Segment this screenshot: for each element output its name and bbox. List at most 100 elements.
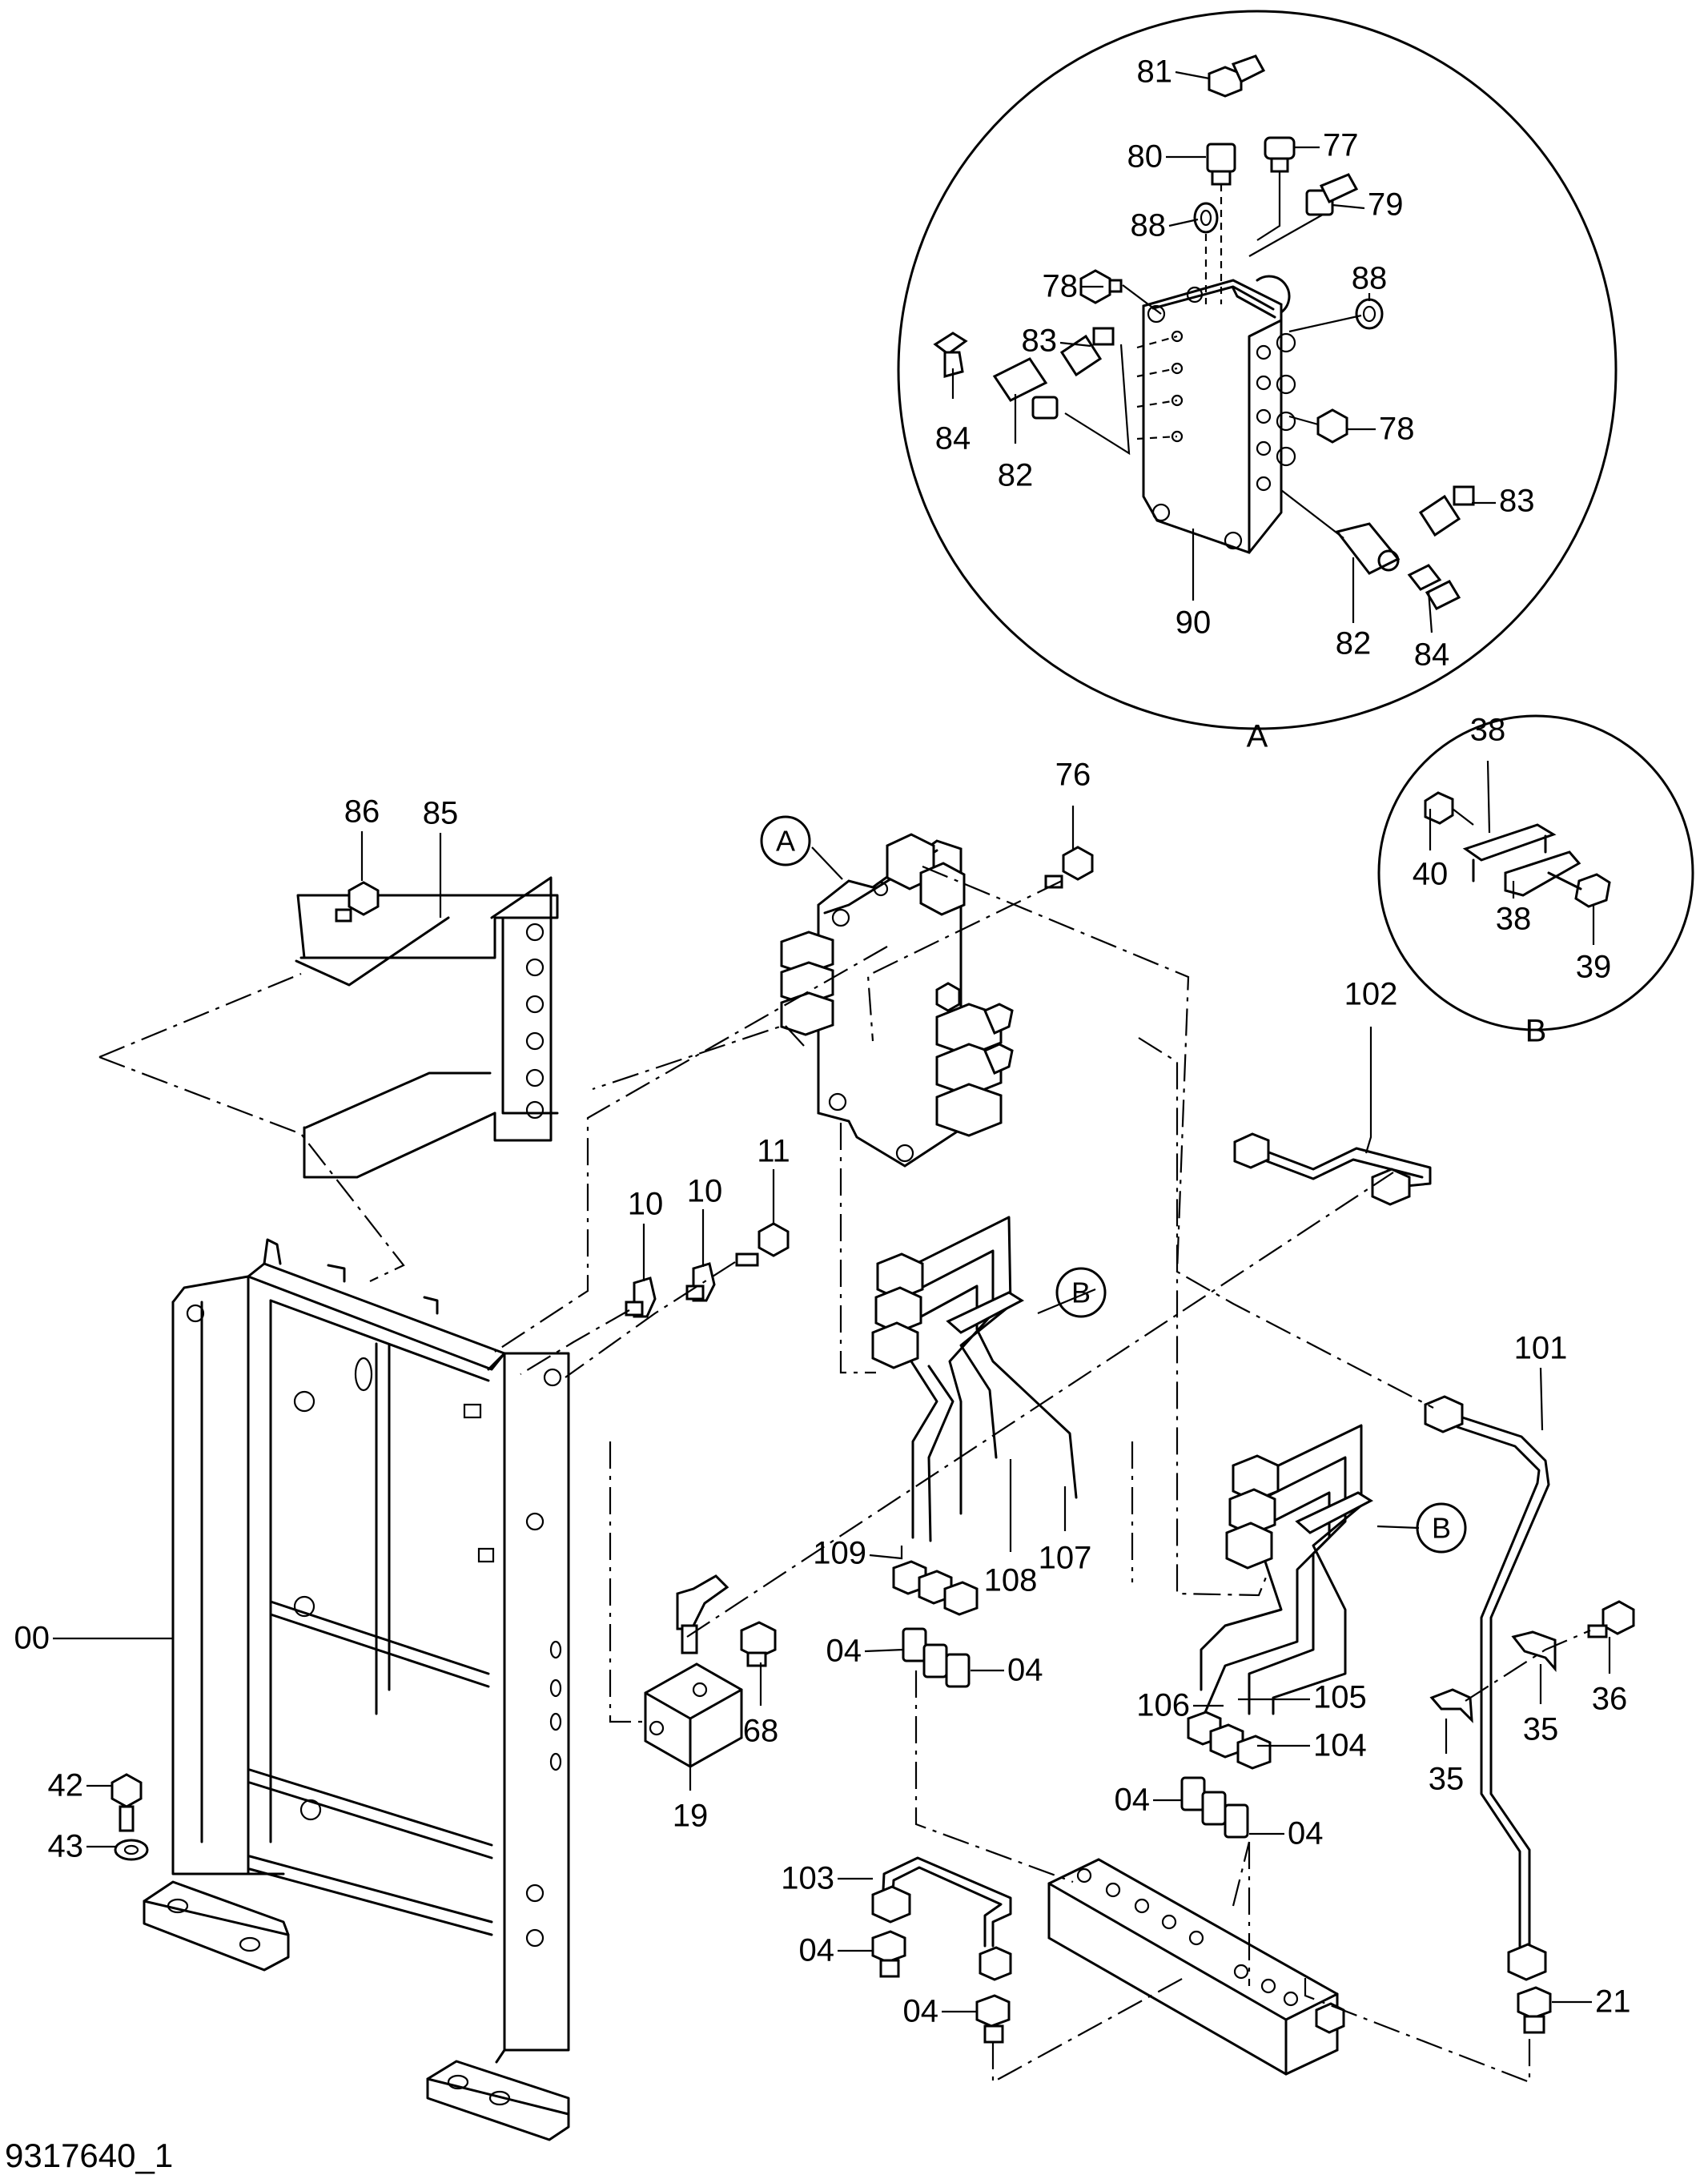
clamp-38-lower (1504, 850, 1581, 897)
pipe-102 (1233, 1132, 1432, 1206)
part-label-84: 84 (935, 421, 971, 456)
elbow-84a (933, 332, 968, 378)
part-label-79: 79 (1368, 187, 1404, 223)
valve-83b (1418, 485, 1475, 537)
part-label-42: 42 (48, 1768, 84, 1803)
clamp-35-upper (1511, 1630, 1557, 1673)
part-label-83: 83 (1499, 484, 1535, 519)
bolt-11 (735, 1222, 790, 1267)
part-label-108: 108 (984, 1563, 1038, 1598)
callout-marker-b2: B (1416, 1502, 1467, 1554)
part-label-36: 36 (1592, 1682, 1628, 1717)
detail-view-b (1377, 714, 1694, 1031)
part-label-00: 00 (14, 1621, 50, 1656)
plug-78b (1316, 408, 1348, 444)
fitting-80 (1206, 143, 1236, 186)
washer-43 (114, 1839, 149, 1861)
part-label-04: 04 (1288, 1816, 1324, 1851)
part-label-04: 04 (826, 1634, 862, 1669)
part-label-88: 88 (1352, 261, 1388, 296)
part-label-81: 81 (1137, 54, 1173, 90)
part-label-105: 105 (1313, 1680, 1367, 1715)
fitting-04-upper-group (902, 1627, 971, 1688)
part-label-21: 21 (1595, 1984, 1631, 2020)
part-label-109: 109 (813, 1536, 866, 1571)
frame-00 (143, 1238, 570, 2141)
part-label-106: 106 (1136, 1688, 1190, 1723)
valve-assembly-a (780, 833, 1014, 1168)
part-label-35: 35 (1523, 1712, 1559, 1747)
part-label-43: 43 (48, 1829, 84, 1864)
fitting-68 (740, 1621, 777, 1667)
part-label-86: 86 (344, 794, 380, 830)
valve-block-90 (1142, 275, 1296, 554)
part-label-78: 78 (1379, 412, 1415, 447)
part-label-38: 38 (1470, 713, 1506, 748)
fitting-81 (1208, 54, 1266, 98)
nut-40 (1424, 791, 1454, 825)
detail-b-circle (1377, 714, 1694, 1031)
tee-82b (1335, 522, 1401, 575)
part-label-11: 11 (757, 1134, 790, 1169)
callout-a-label: A (776, 825, 795, 858)
callout-b1-label: B (1071, 1276, 1091, 1309)
part-label-82: 82 (1336, 626, 1372, 661)
callout-b2-label: B (1432, 1512, 1451, 1545)
pipe-bundle-104-106 (1187, 1424, 1374, 1770)
bolt-76 (1044, 846, 1094, 889)
bracket-85 (295, 876, 559, 1179)
part-label-04: 04 (799, 1933, 835, 1968)
part-label-35: 35 (1429, 1762, 1465, 1797)
detail-a-circle (897, 10, 1618, 730)
part-label-38: 38 (1496, 902, 1532, 937)
part-label-68: 68 (743, 1714, 779, 1749)
clip-10a (625, 1276, 657, 1318)
part-label-04: 04 (1007, 1653, 1043, 1688)
elbow-fitting-19 (676, 1574, 729, 1654)
pipe-101 (1424, 1395, 1550, 1981)
callout-marker-b1: B (1055, 1267, 1107, 1318)
part-label-88: 88 (1131, 208, 1167, 243)
callout-marker-a: A (760, 815, 811, 866)
part-label-82: 82 (998, 458, 1034, 493)
part-label-83: 83 (1022, 324, 1058, 359)
part-label-102: 102 (1344, 977, 1398, 1012)
elbow-84b (1407, 564, 1461, 610)
part-label-101: 101 (1514, 1331, 1568, 1366)
part-label-19: 19 (673, 1799, 709, 1834)
part-label-84: 84 (1414, 637, 1450, 673)
part-label-10: 10 (628, 1187, 664, 1222)
oring-88b (1355, 298, 1384, 330)
clip-10b (685, 1262, 716, 1302)
part-label-76: 76 (1055, 758, 1091, 793)
part-label-103: 103 (781, 1861, 834, 1896)
part-label-104: 104 (1313, 1728, 1367, 1763)
part-label-78: 78 (1043, 269, 1079, 304)
leader-lines (53, 70, 1611, 2013)
drawing-number: 9317640_1 (5, 2137, 173, 2174)
detail-a-title: A (1247, 719, 1268, 754)
bolt-39 (1547, 871, 1611, 908)
part-label-39: 39 (1576, 950, 1612, 985)
clamp-35-lower (1429, 1688, 1473, 1723)
fitting-04-lower-left (871, 1930, 906, 1978)
fitting-04-lower-mid (975, 1994, 1011, 2044)
detail-b-title: B (1525, 1014, 1547, 1049)
part-labels: 81 80 77 88 79 78 88 83 84 82 78 83 90 8… (14, 54, 1631, 2029)
tee-82a (992, 357, 1059, 420)
bolt-36 (1587, 1600, 1635, 1638)
fitting-21 (1517, 1986, 1552, 2034)
fitting-79 (1305, 173, 1359, 216)
clamp-38-upper (1462, 823, 1557, 882)
valve-83a (1059, 327, 1115, 377)
part-label-80: 80 (1127, 139, 1163, 175)
part-label-90: 90 (1176, 605, 1212, 641)
part-label-40: 40 (1413, 857, 1449, 892)
detail-view-a (897, 10, 1618, 730)
manifold-block (1047, 1858, 1345, 2076)
bolt-86 (335, 881, 380, 923)
pipe-103 (871, 1856, 1012, 1981)
pipe-bundle-107-109 (871, 1216, 1078, 1616)
part-label-85: 85 (423, 796, 459, 831)
